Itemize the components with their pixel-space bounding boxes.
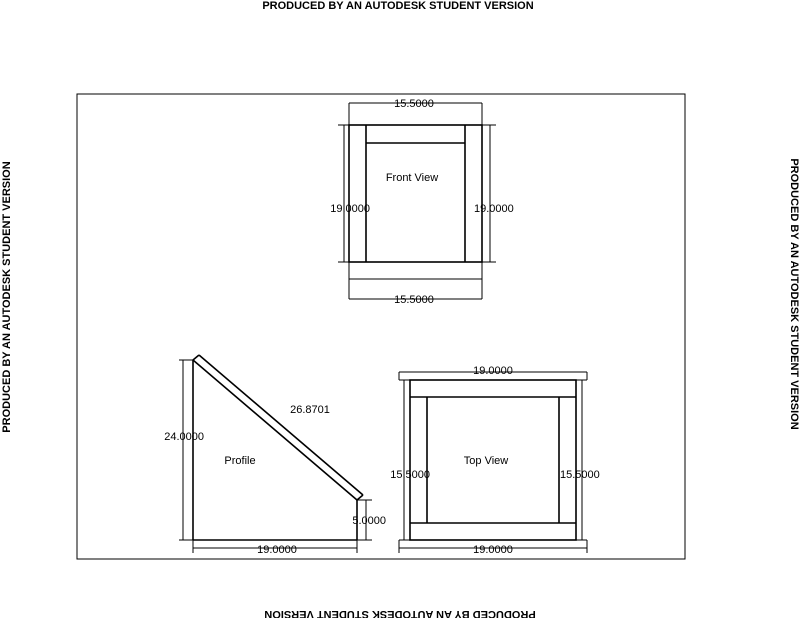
front-right-dimension: 19.0000 (474, 203, 514, 215)
profile-right-dimension: 5.0000 (352, 515, 386, 527)
front-bottom-dimension: 15.5000 (394, 294, 434, 306)
profile-slope-inner (192, 359, 358, 501)
watermark-right: PRODUCED BY AN AUTODESK STUDENT VERSION (788, 158, 800, 429)
profile-view: 24.0000 26.8701 5.0000 19.0000 Profile (164, 354, 386, 556)
top-top-dimension: 19.0000 (473, 365, 513, 377)
top-left-dimension: 15.5000 (390, 469, 430, 481)
front-view-outline (348, 124, 483, 263)
front-top-dimension: 15.5000 (394, 98, 434, 110)
top-bottom-dimension: 19.0000 (473, 544, 513, 556)
profile-diagonal-dimension: 26.8701 (290, 404, 330, 416)
watermark-bottom: PRODUCED BY AN AUTODESK STUDENT VERSION (264, 608, 535, 618)
profile-label: Profile (224, 455, 255, 467)
top-view: 19.0000 19.0000 15.5000 15.5000 Top View (390, 365, 600, 556)
profile-left-dimension: 24.0000 (164, 431, 204, 443)
top-right-dimension: 15.5000 (560, 469, 600, 481)
front-view: 15.5000 15.5000 19.0000 19.0000 Front Vi… (330, 98, 514, 306)
top-view-label: Top View (464, 455, 508, 467)
watermark-top: PRODUCED BY AN AUTODESK STUDENT VERSION (262, 0, 533, 12)
drawing-border (76, 93, 686, 560)
profile-bottom-dimension: 19.0000 (257, 544, 297, 556)
profile-slope-outer (198, 354, 364, 496)
front-view-label: Front View (386, 172, 438, 184)
watermark-left: PRODUCED BY AN AUTODESK STUDENT VERSION (1, 161, 13, 432)
front-left-dimension: 19.0000 (330, 203, 370, 215)
